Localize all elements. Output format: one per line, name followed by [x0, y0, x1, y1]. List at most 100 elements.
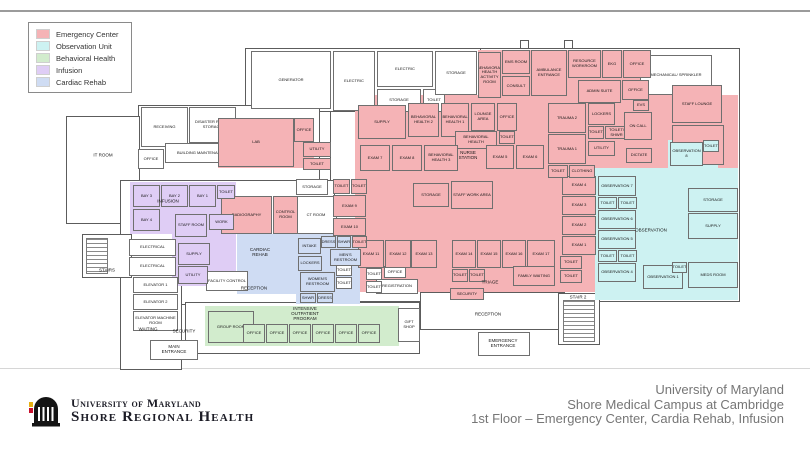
room: SHWR: [337, 236, 351, 248]
umd-shore-logo-icon: [29, 397, 60, 427]
room: OFFICE: [623, 50, 651, 78]
room-label: LAB: [252, 139, 260, 145]
room: EXAM 10: [333, 218, 366, 236]
room: TRAUMA 1: [548, 134, 586, 164]
room: EXAM 3: [562, 196, 596, 215]
room-label: SHWR: [301, 294, 315, 300]
room-label: ELEVATOR MACHINE ROOM: [135, 315, 176, 325]
plan-caption: University of Maryland Shore Medical Cam…: [471, 382, 784, 427]
room-label: LOUNGE AREA: [474, 111, 492, 121]
room-label: ADMIN SUITE: [586, 88, 613, 94]
room-label: ELEVATOR 2: [143, 298, 168, 304]
stairs: [563, 300, 595, 342]
room: STORAGE: [413, 183, 449, 207]
legend-swatch: [36, 41, 50, 51]
area-label: INTENSIVE OUTPATIENT PROGRAM: [291, 306, 319, 322]
room: EXAM 8: [392, 145, 422, 171]
room: STAFF ROOM: [175, 214, 207, 237]
room: CLOTHING: [569, 165, 595, 178]
room: TOILET: [560, 256, 582, 269]
room: DRESS: [321, 236, 336, 248]
top-divider: [0, 10, 810, 12]
room-label: UTILITY: [185, 271, 201, 277]
room-label: MEDS ROOM: [700, 271, 726, 277]
room: OFFICE: [335, 324, 357, 343]
room-label: TOILET: [600, 199, 615, 205]
room-label: EXAM 9: [342, 202, 357, 208]
room-label: TOILET: [500, 134, 514, 140]
room-label: STAFF WORK AREA: [453, 191, 491, 197]
room-label: DRESS: [321, 238, 336, 244]
legend-swatch: [36, 53, 50, 63]
room-label: ON CALL: [629, 122, 647, 128]
room-label: EXAM 8: [399, 154, 415, 160]
room: TOILET: [469, 269, 485, 282]
room: DRESS: [317, 293, 333, 303]
room-label: TOILET: [337, 279, 351, 285]
room: TOILET: [366, 268, 382, 280]
room: ELEVATOR MACHINE ROOM: [133, 311, 178, 331]
room-label: UTILITY: [309, 146, 325, 152]
room: ELEVATOR 2: [133, 294, 178, 310]
room: LOCKERS: [588, 103, 615, 125]
room: OFFICE: [289, 324, 311, 343]
room: TOILET: [548, 165, 568, 178]
area-label: SECURITY: [172, 328, 196, 334]
room-label: TOILET: [352, 183, 366, 189]
room-label: AMBULANCE ENTRANCE: [536, 67, 562, 77]
room: SECURITY: [450, 288, 484, 300]
room: UTILITY: [588, 141, 615, 156]
building-outline: [564, 40, 573, 49]
room-label: STORAGE: [302, 183, 322, 189]
room-label: EXAM 11: [362, 250, 380, 256]
room: OFFICE: [266, 324, 288, 343]
room: TRAUMA 2: [548, 103, 586, 133]
building-outline: [520, 40, 529, 49]
area-label: RECEPTION: [474, 311, 502, 317]
room: LOUNGE AREA: [471, 103, 495, 131]
room: TOILET: [336, 277, 352, 289]
room-label: UTILITY: [594, 145, 609, 151]
room: BAY 3: [133, 185, 160, 207]
room-label: TOILET: [427, 97, 441, 103]
room: SUPPLY: [178, 243, 210, 265]
room-label: ELECTRIC: [395, 65, 415, 71]
room-label: EXAM 4: [571, 182, 587, 188]
room-label: OFFICE: [143, 155, 159, 161]
room-label: EMS ROOM: [504, 58, 528, 64]
room: OBSERVATION 5: [598, 230, 636, 249]
room-label: FAMILY WAITING: [518, 272, 550, 278]
room: STORAGE: [688, 188, 738, 212]
room: EXAM 9: [333, 195, 366, 217]
room: LAB: [218, 118, 294, 167]
room-label: SUPPLY: [705, 222, 721, 228]
room-label: TOILET: [551, 168, 565, 174]
room-label: EKG: [607, 60, 617, 66]
room-label: EXAM 7: [367, 154, 383, 160]
room: EXAM 7: [360, 145, 390, 171]
room-label: BEHAVIORAL HEALTH ACTIVITY ROOM: [478, 64, 501, 84]
room: TOILET: [672, 262, 687, 273]
room: OBSERVATION 8: [670, 142, 703, 166]
room-label: TOILET: [600, 252, 615, 258]
room: TOILET: [618, 250, 637, 262]
room: TOILET: [303, 158, 331, 170]
room: STAFF WORK AREA: [451, 181, 493, 209]
room: CT ROOM: [295, 196, 337, 234]
room: EXAM 4: [562, 176, 596, 195]
room: OFFICE: [622, 80, 649, 100]
room: AMBULANCE ENTRANCE: [531, 50, 567, 96]
room-label: BEHAVIORAL HEALTH 1: [442, 114, 468, 124]
room: OFFICE: [312, 324, 334, 343]
room-label: OBSERVATION 5: [601, 236, 633, 242]
room-label: BUILDING MAINTENANCE: [176, 149, 227, 155]
room: EXAM 17: [527, 240, 555, 268]
room-label: TOILET/ SHWR: [608, 126, 625, 137]
area-label: STAIR 2: [569, 294, 587, 300]
room-label: ELECTRICAL: [140, 263, 165, 269]
room: TOILET: [217, 185, 235, 199]
room-label: STAFF ROOM: [178, 222, 204, 228]
room-label: EXAM 6: [522, 153, 538, 159]
room: ON CALL: [624, 112, 652, 140]
